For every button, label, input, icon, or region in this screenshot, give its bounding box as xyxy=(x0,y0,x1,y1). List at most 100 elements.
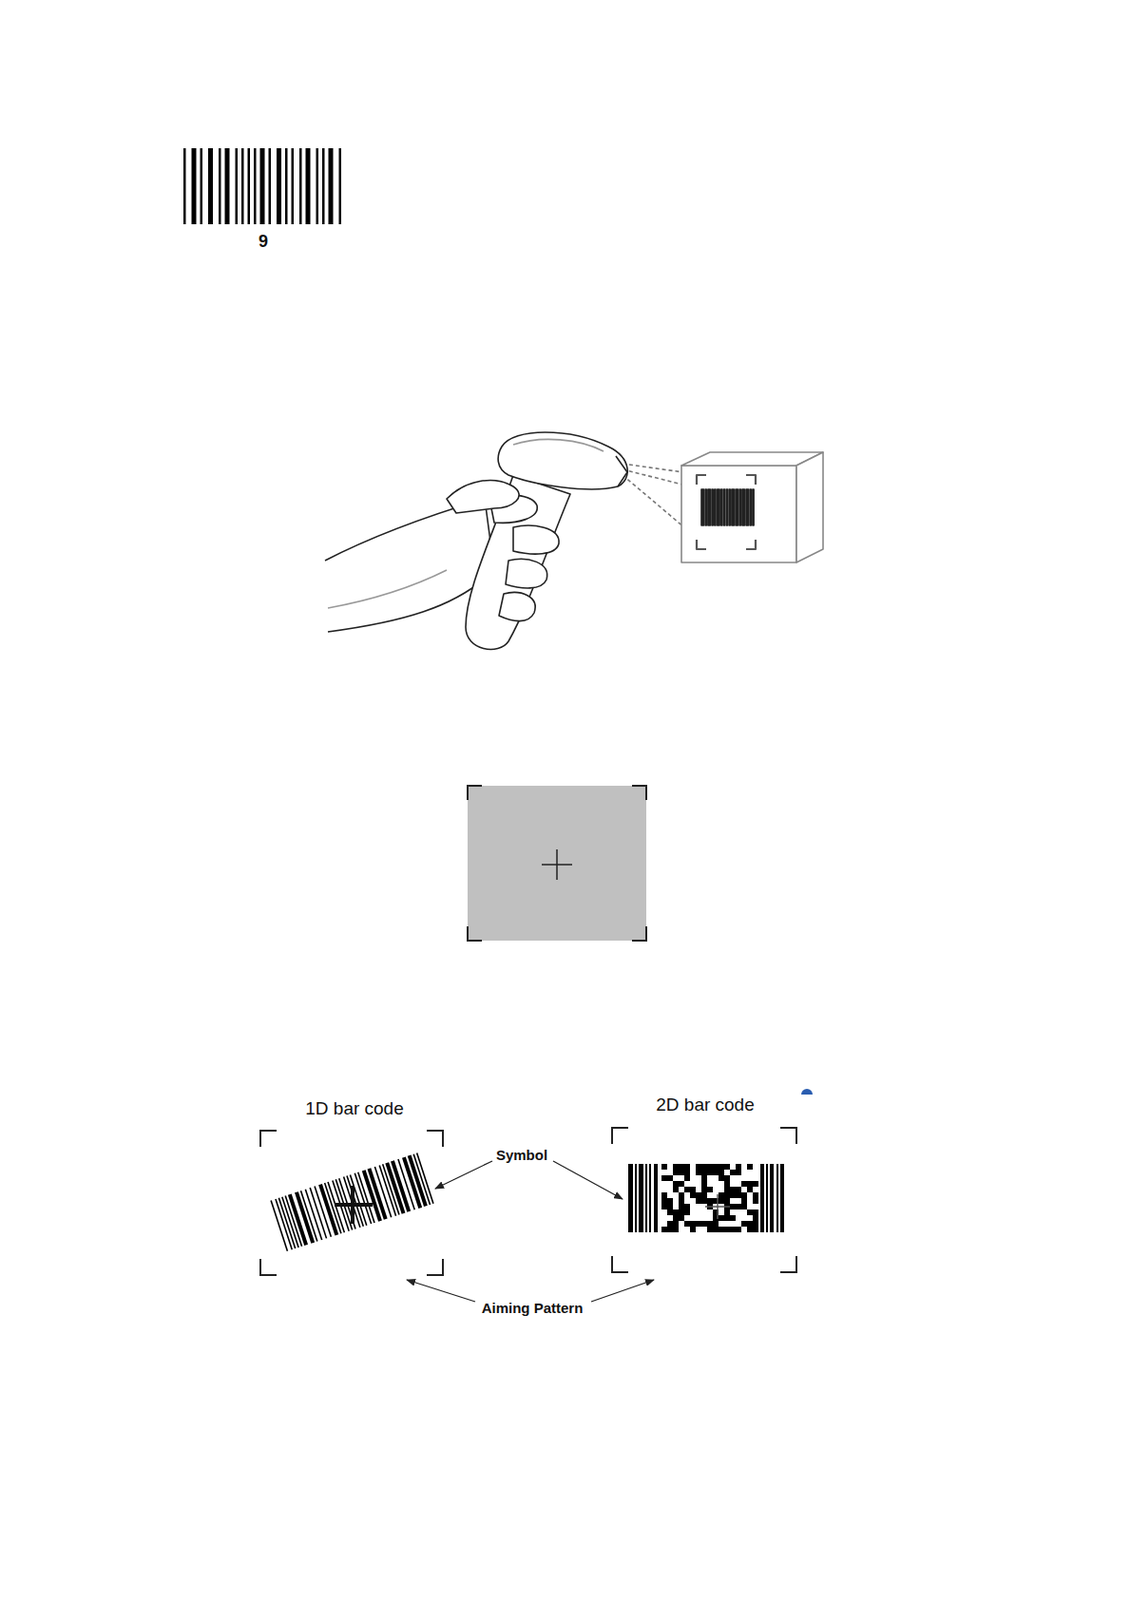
bar xyxy=(661,1164,668,1170)
bar xyxy=(707,1187,713,1193)
bar xyxy=(735,1192,742,1199)
bar xyxy=(701,1164,708,1170)
bar xyxy=(291,148,295,225)
bar xyxy=(712,1164,719,1170)
bar xyxy=(701,1175,708,1182)
bar xyxy=(701,1169,708,1176)
bar xyxy=(248,148,251,225)
bar xyxy=(747,1221,753,1227)
bar xyxy=(718,1226,725,1233)
bar xyxy=(707,1198,713,1205)
bar xyxy=(752,1209,759,1216)
bar xyxy=(684,1164,691,1170)
bar xyxy=(769,1164,774,1233)
bar xyxy=(678,1215,685,1222)
bar xyxy=(718,1164,725,1170)
bar xyxy=(667,1221,673,1227)
dot xyxy=(801,1089,813,1095)
bar xyxy=(747,1187,753,1193)
bar xyxy=(645,1164,648,1233)
bar xyxy=(672,1221,679,1227)
bar xyxy=(701,1198,708,1205)
bar xyxy=(735,1164,742,1170)
bar xyxy=(672,1209,679,1216)
bar xyxy=(690,1187,696,1193)
bar xyxy=(690,1221,696,1227)
crosshair xyxy=(705,1194,730,1220)
bar xyxy=(701,1192,708,1199)
bar xyxy=(741,1181,748,1188)
bar xyxy=(752,1221,759,1227)
bar xyxy=(712,1221,719,1227)
callout-label: Symbol xyxy=(496,1147,548,1164)
bar xyxy=(752,489,754,526)
bar xyxy=(661,1204,668,1210)
bar xyxy=(672,1215,679,1222)
aiming-field xyxy=(467,785,647,941)
bar xyxy=(661,1175,668,1182)
leader-arrows xyxy=(406,1161,654,1303)
bar xyxy=(268,148,272,225)
bar xyxy=(729,1169,736,1176)
bar xyxy=(712,1226,719,1233)
callout-label: Aiming Pattern xyxy=(481,1300,584,1317)
bar xyxy=(684,1221,691,1227)
bar xyxy=(752,1192,759,1199)
bar xyxy=(749,489,751,526)
bar xyxy=(741,1192,748,1199)
bar xyxy=(729,1226,736,1233)
bar xyxy=(724,1164,730,1170)
bar xyxy=(747,1209,753,1216)
bar xyxy=(747,1226,753,1233)
bar xyxy=(316,148,320,225)
bar xyxy=(678,1169,685,1176)
bar xyxy=(235,148,239,225)
bar xyxy=(726,489,728,526)
bar xyxy=(739,489,741,526)
panel-title: 1D bar code xyxy=(305,1098,404,1120)
bar xyxy=(412,1153,431,1206)
panel-title: 2D bar code xyxy=(655,1094,755,1116)
bar xyxy=(695,1164,702,1170)
bar xyxy=(678,1192,685,1199)
bar xyxy=(752,1226,759,1233)
bar xyxy=(717,489,721,526)
bar xyxy=(684,1175,691,1182)
bar xyxy=(729,1215,736,1222)
aiming-brackets xyxy=(260,1128,797,1276)
bar xyxy=(724,1187,730,1193)
bar xyxy=(634,1164,637,1233)
bar xyxy=(695,1221,702,1227)
bar xyxy=(718,1215,725,1222)
bar xyxy=(200,148,204,225)
bar xyxy=(724,489,726,526)
bar xyxy=(678,1164,685,1170)
bar xyxy=(667,1226,673,1233)
bar xyxy=(760,1164,765,1233)
bar xyxy=(328,148,334,225)
bar xyxy=(729,1204,736,1210)
bar xyxy=(747,1181,753,1188)
bar xyxy=(684,1169,691,1176)
bar xyxy=(253,148,257,225)
bar xyxy=(208,148,213,225)
bar xyxy=(707,1226,713,1233)
bar xyxy=(407,1155,428,1208)
bar xyxy=(241,148,245,225)
bar xyxy=(718,1192,725,1199)
bar xyxy=(678,1209,685,1216)
bar xyxy=(672,1187,679,1193)
bar xyxy=(714,489,716,526)
bar xyxy=(752,1181,759,1188)
bar xyxy=(225,148,231,225)
bar xyxy=(701,489,705,526)
bar xyxy=(731,489,735,526)
bar xyxy=(678,1198,685,1205)
bar xyxy=(718,1169,725,1176)
bar xyxy=(780,1164,785,1233)
bar xyxy=(701,1181,708,1188)
crosshair xyxy=(334,1186,373,1225)
bar xyxy=(191,148,197,225)
bar xyxy=(752,1215,759,1222)
